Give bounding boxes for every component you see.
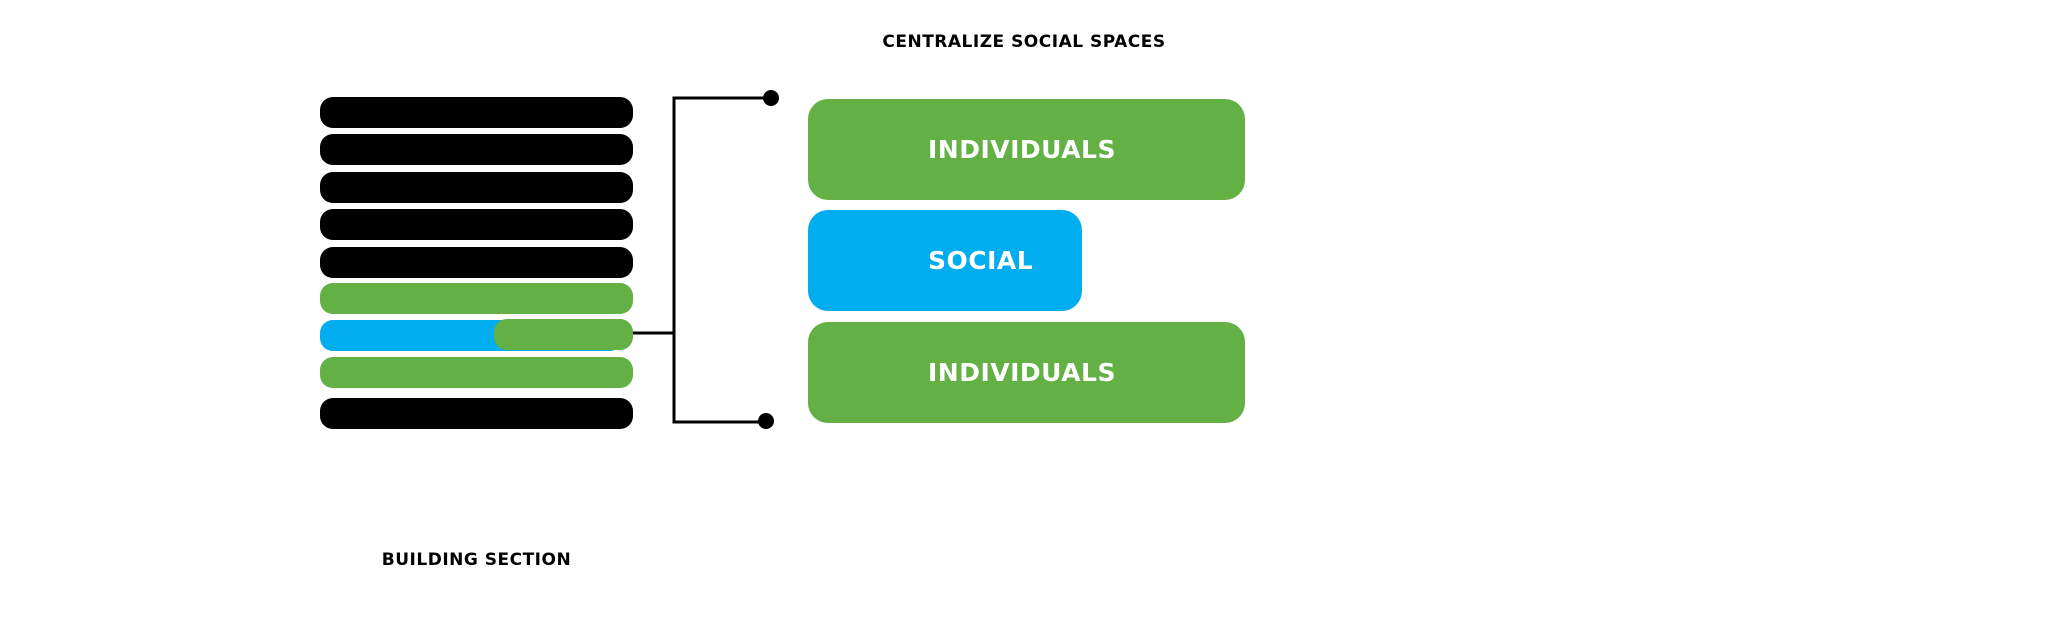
- individual-floor-bar: [320, 283, 633, 314]
- box-label: INDIVIDUALS: [928, 358, 1116, 387]
- floor-bar: [320, 134, 633, 165]
- individuals-box: INDIVIDUALS: [808, 99, 1245, 200]
- bracket-dot-bottom: [758, 413, 774, 429]
- bracket-line: [672, 96, 771, 424]
- bracket-dot-top: [763, 90, 779, 106]
- floor-bar: [320, 97, 633, 128]
- floor-bar: [320, 209, 633, 240]
- box-label: INDIVIDUALS: [928, 135, 1116, 164]
- social-box: SOCIAL: [808, 210, 1082, 311]
- building-section-caption: BUILDING SECTION: [381, 550, 572, 570]
- individual-floor-bar: [494, 319, 633, 350]
- diagram-title: CENTRALIZE SOCIAL SPACES: [882, 32, 1166, 52]
- individuals-box: INDIVIDUALS: [808, 322, 1245, 423]
- floor-bar: [320, 247, 633, 278]
- floor-bar: [320, 398, 633, 429]
- individual-floor-bar: [320, 357, 633, 388]
- box-label: SOCIAL: [928, 246, 1034, 275]
- floor-bar: [320, 172, 633, 203]
